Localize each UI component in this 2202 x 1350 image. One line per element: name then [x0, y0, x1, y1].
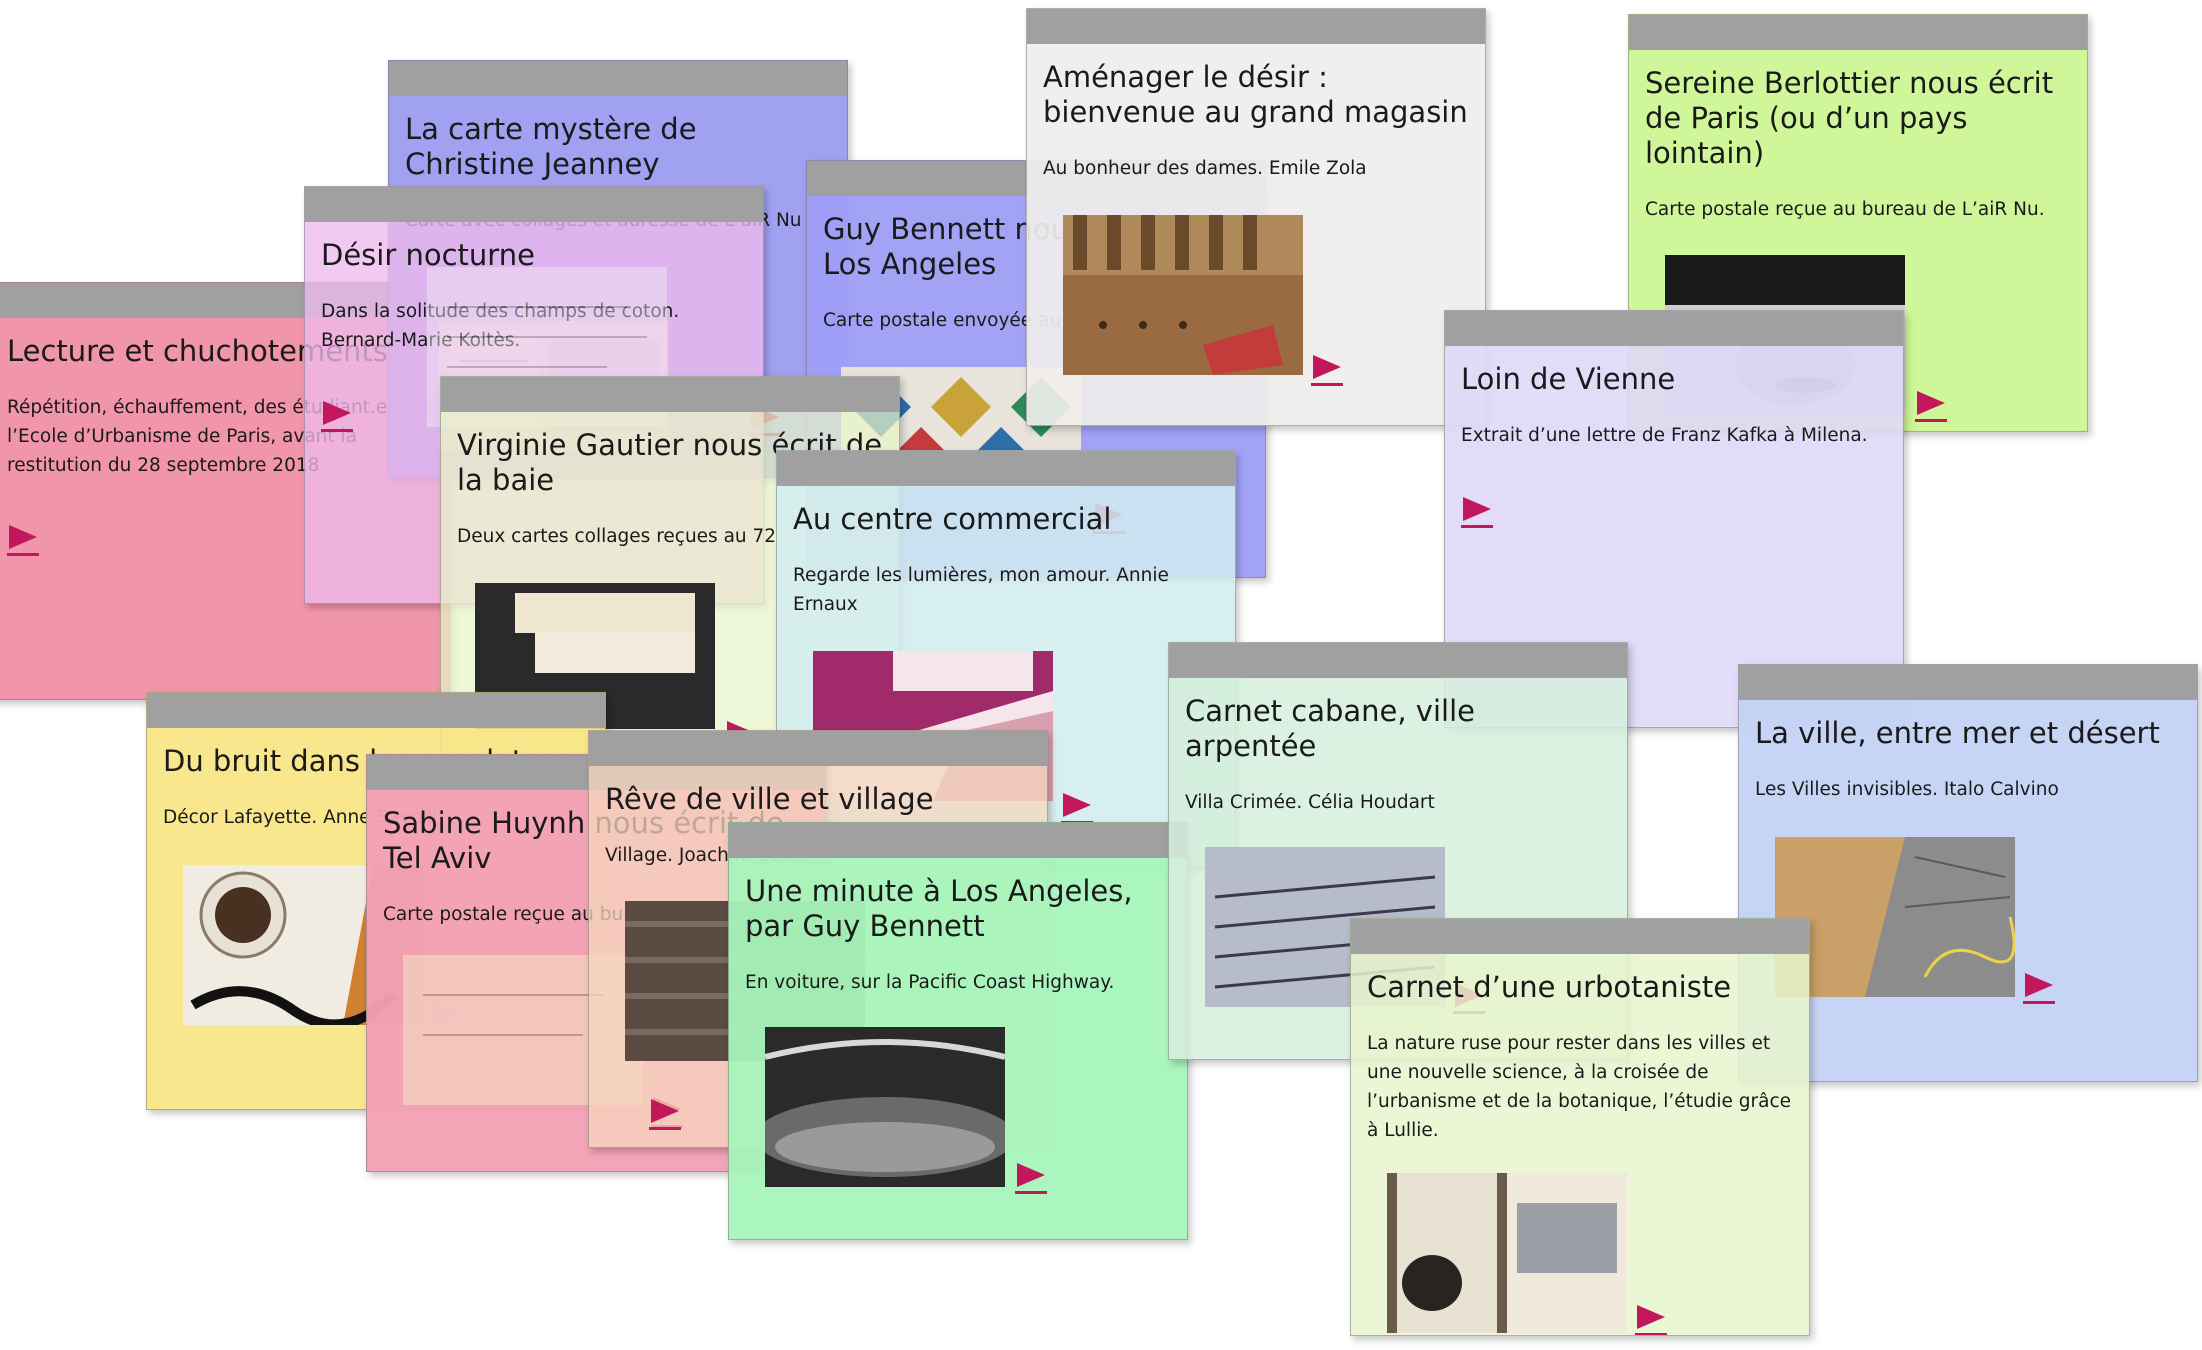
calvino-map-thumbnail — [1775, 837, 2015, 997]
card-title: Loin de Vienne — [1461, 362, 1676, 396]
card-description: Deux cartes collages reçues au 72 — [457, 526, 777, 547]
card-header-bar — [441, 377, 899, 412]
play-icon[interactable] — [1061, 791, 1093, 825]
card-title: La ville, entre mer et désert — [1755, 716, 2160, 750]
card-description: Au bonheur des dames. Emile Zola — [1043, 158, 1367, 179]
play-icon[interactable] — [1311, 353, 1343, 387]
card-carnet-cabane[interactable]: Carnet cabane, ville arpentée Villa Crim… — [1168, 642, 1628, 1060]
card-title: Désir nocturne — [321, 238, 535, 272]
car-door-thumbnail — [765, 1027, 1005, 1187]
card-header-bar — [777, 451, 1235, 486]
card-description: Les Villes invisibles. Italo Calvino — [1755, 779, 2059, 800]
card-header-bar — [305, 187, 763, 222]
card-minute-los-angeles[interactable]: Une minute à Los Angeles, par Guy Bennet… — [728, 822, 1188, 1240]
card-ville-mer-desert[interactable]: La ville, entre mer et désert Les Villes… — [1738, 664, 2198, 1082]
play-icon[interactable] — [1915, 389, 1947, 423]
play-icon[interactable] — [1015, 1161, 1047, 1195]
card-title: Une minute à Los Angeles, par Guy Bennet… — [745, 874, 1133, 943]
card-header-bar — [147, 693, 605, 728]
card-loin-de-vienne[interactable]: Loin de Vienne Extrait d’une lettre de F… — [1444, 310, 1904, 728]
play-icon[interactable] — [649, 1097, 681, 1131]
card-description: Regarde les lumières, mon amour. Annie E… — [793, 565, 1169, 615]
card-title: Carnet d’une urbotaniste — [1367, 970, 1732, 1004]
card-title: Rêve de ville et village — [605, 782, 934, 816]
zola-book-thumbnail — [1063, 215, 1303, 375]
card-header-bar — [729, 823, 1187, 858]
card-description: Répétition, échauffement, des étudiant.e… — [7, 397, 432, 476]
card-description: En voiture, sur la Pacific Coast Highway… — [745, 972, 1115, 993]
card-header-bar — [1351, 919, 1809, 954]
card-title: Sereine Berlottier nous écrit de Paris (… — [1645, 66, 2054, 170]
card-description: Carte postale reçue au bureau de L’aiR N… — [1645, 199, 2045, 220]
card-description: Dans la solitude des champs de coton. Be… — [321, 301, 679, 351]
card-title: La carte mystère de Christine Jeanney — [405, 112, 697, 181]
card-header-bar — [1629, 15, 2087, 50]
card-header-bar — [1445, 311, 1903, 346]
card-header-bar — [1027, 9, 1485, 44]
card-title: Au centre commercial — [793, 502, 1112, 536]
card-description: La nature ruse pour rester dans les vill… — [1367, 1033, 1791, 1141]
card-header-bar — [389, 61, 847, 96]
card-amenager-le-desir[interactable]: Aménager le désir : bienvenue au grand m… — [1026, 8, 1486, 426]
card-title: Aménager le désir : bienvenue au grand m… — [1043, 60, 1468, 129]
card-description: Villa Crimée. Célia Houdart — [1185, 792, 1435, 813]
card-header-bar — [589, 731, 1047, 766]
card-header-bar — [1739, 665, 2197, 700]
card-title: Carnet cabane, ville arpentée — [1185, 694, 1475, 763]
play-icon[interactable] — [1461, 495, 1493, 529]
card-description: Extrait d’une lettre de Franz Kafka à Mi… — [1461, 425, 1868, 446]
card-carnet-urbotaniste[interactable]: Carnet d’une urbotaniste La nature ruse … — [1350, 918, 1810, 1336]
urbotaniste-book-thumbnail — [1387, 1173, 1627, 1333]
play-icon[interactable] — [321, 399, 353, 433]
play-icon[interactable] — [2023, 971, 2055, 1005]
card-header-bar — [1169, 643, 1627, 678]
play-icon[interactable] — [7, 523, 39, 557]
play-icon[interactable] — [1635, 1303, 1667, 1335]
